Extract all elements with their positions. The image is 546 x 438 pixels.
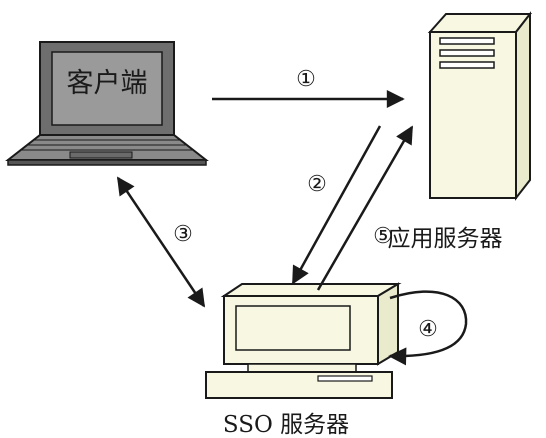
client-label: 客户端 (67, 68, 148, 99)
monitor-stand (247, 363, 357, 373)
step-5-label: ⑤ (373, 224, 393, 249)
monitor-screen (235, 305, 351, 351)
sso-server-desktop-icon (205, 282, 402, 399)
step-2-label: ② (307, 172, 327, 197)
laptop-screen (51, 51, 163, 126)
laptop-touchpad (69, 151, 133, 159)
step-1-label: ① (296, 67, 316, 92)
drive-bay (439, 37, 495, 45)
sso-server-label: SSO 服务器 (223, 412, 349, 438)
step-4-label: ④ (418, 317, 438, 342)
drive-bay (439, 49, 495, 57)
step-3-label: ③ (173, 222, 193, 247)
drive-bay (439, 61, 495, 69)
arrow-step-3 (116, 176, 206, 308)
arrow-step-4-loop (388, 290, 468, 366)
arrow-step-5 (316, 125, 414, 291)
disk-slot (317, 375, 373, 382)
app-server-tower-icon (427, 11, 533, 201)
app-server-label: 应用服务器 (388, 226, 503, 252)
arrow-step-2 (291, 125, 382, 285)
client-laptop-icon (5, 41, 209, 166)
